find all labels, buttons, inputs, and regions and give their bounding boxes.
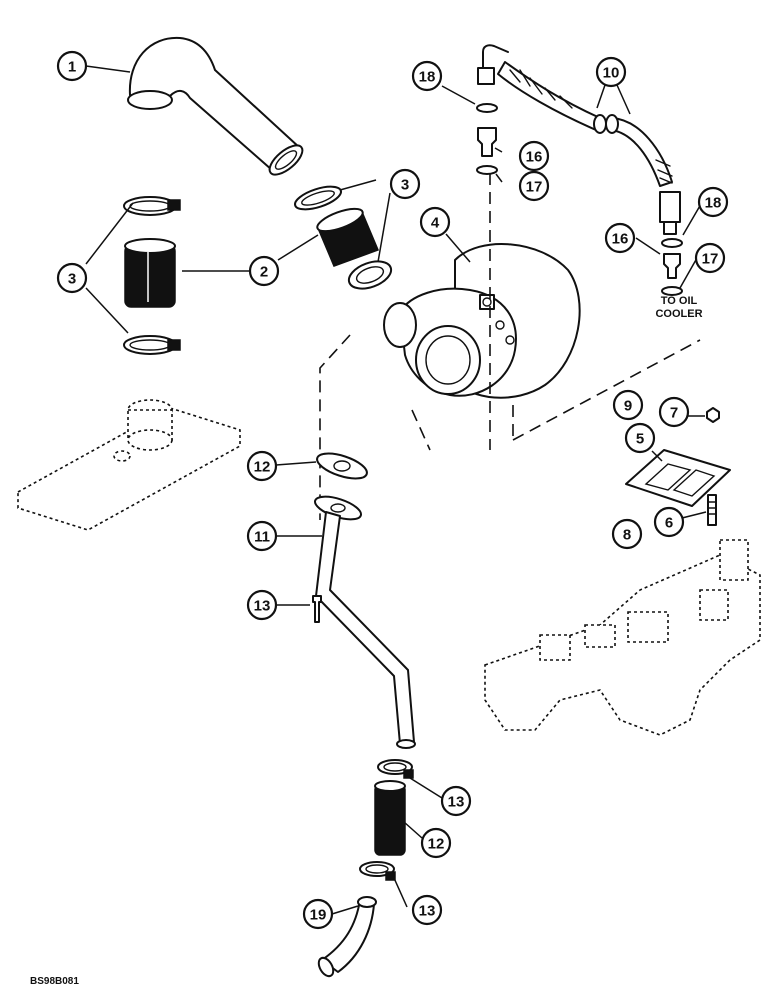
turbo-oil-fittings [476,103,498,175]
callout-12-top: 12 [246,450,278,482]
callout-label: 11 [254,529,270,546]
oil-drain-tube [314,495,416,749]
callout-13-upper-clamp: 13 [440,785,472,817]
callout-label: 17 [702,251,719,268]
callout-3-left: 3 [56,262,88,294]
callout-label: 8 [623,527,631,544]
callout-6: 6 [653,506,685,538]
callout-17-cooler: 17 [694,242,726,274]
engine-intake-plate [17,399,241,531]
oil-cooler-note-line1: TO OIL [661,295,698,307]
callout-label: 3 [401,177,409,194]
callout-4: 4 [419,206,451,238]
callout-13-bolt: 13 [246,589,278,621]
callout-label: 2 [260,264,268,281]
mounting-gasket-stud-nut [625,407,731,526]
callout-5: 5 [624,422,656,454]
callout-16-turbo: 16 [518,140,550,172]
callout-label: 10 [603,65,620,82]
left-hose-clamp-set [123,196,181,355]
callout-label: 13 [448,794,465,811]
callout-11: 11 [246,520,278,552]
callout-label: 12 [254,459,271,476]
callout-label: 13 [419,903,436,920]
callout-label: 16 [612,231,629,248]
callout-16-cooler: 16 [604,222,636,254]
right-hose-clamp-set [294,185,393,290]
figure-code: BS98B081 [30,976,79,987]
alignment-lines [319,173,701,520]
callout-12-bottom: 12 [420,827,452,859]
callout-label: 19 [310,907,327,924]
drain-hose-clamp-set [359,759,414,881]
callout-1: 1 [56,50,88,82]
callout-label: 12 [428,836,445,853]
callout-label: 13 [254,598,271,615]
callout-17-turbo: 17 [518,170,550,202]
callout-2: 2 [248,255,280,287]
drain-elbow [317,896,377,978]
callout-8: 8 [611,518,643,550]
intake-elbow-tube [127,36,304,176]
callout-label: 7 [670,405,678,422]
callout-13-lower-clamp: 13 [411,894,443,926]
callout-label: 17 [526,179,543,196]
leader-lines [85,65,707,915]
callout-label: 3 [68,271,76,288]
callout-label: 6 [665,515,673,532]
callout-label: 18 [419,69,436,86]
callout-7: 7 [658,396,690,428]
oil-feed-hose [477,44,681,235]
callout-18-cooler: 18 [697,186,729,218]
drain-flange-gasket [316,452,368,480]
callout-label: 5 [636,431,644,448]
callout-18-turbo: 18 [411,60,443,92]
oil-cooler-fittings [661,238,683,296]
callout-19: 19 [302,898,334,930]
oil-cooler-note-line2: COOLER [655,308,702,320]
callout-3-right: 3 [389,168,421,200]
callout-label: 9 [624,398,632,415]
callout-10: 10 [595,56,627,88]
exhaust-manifold [484,539,761,736]
callout-9: 9 [612,389,644,421]
drain-bolt [312,595,322,623]
callout-label: 1 [68,59,76,76]
turbocharger [383,243,581,399]
callout-label: 18 [705,195,722,212]
callout-label: 16 [526,149,543,166]
callout-label: 4 [431,215,440,232]
